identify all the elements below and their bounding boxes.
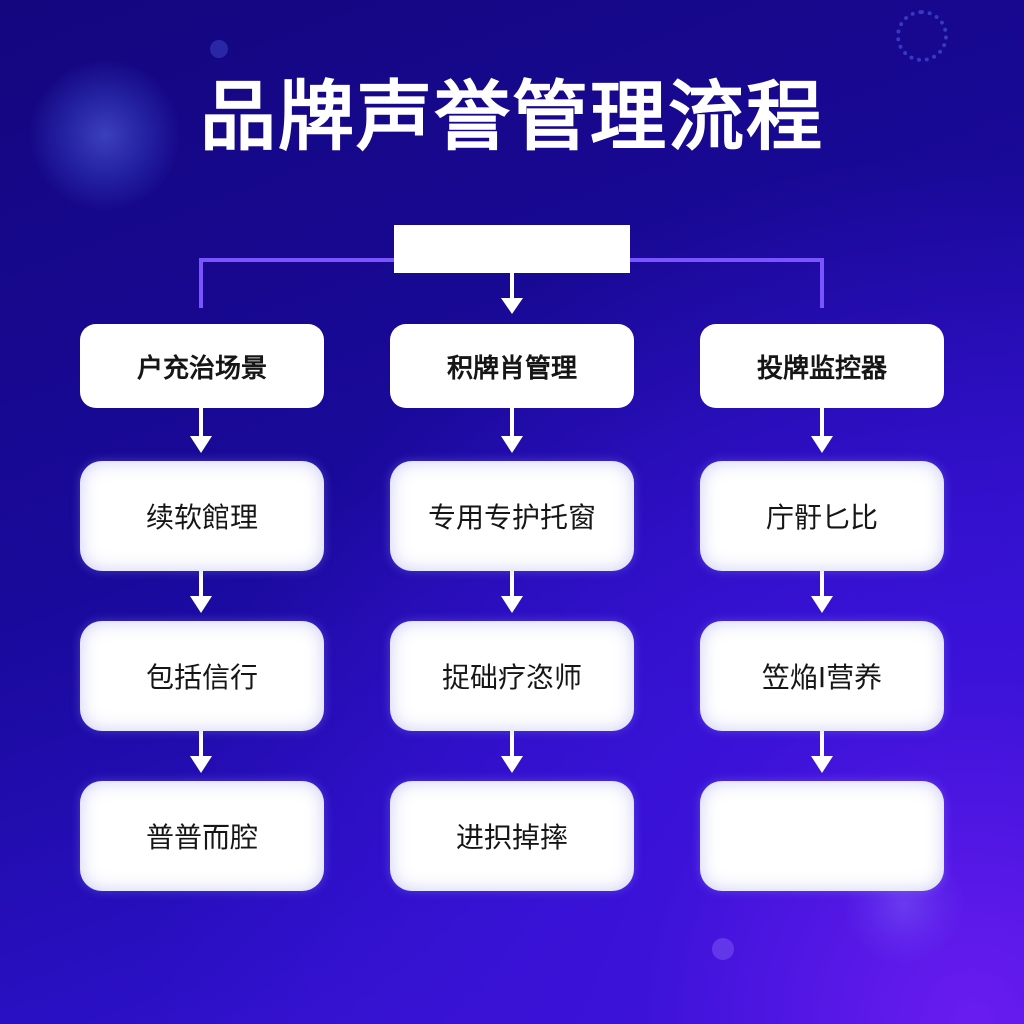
- column-2-step-1: 专用专护托窗: [390, 461, 634, 571]
- column-1-step-1: 续软館理: [80, 461, 324, 571]
- decorative-bubble: [30, 60, 180, 210]
- arrow-down-icon: [811, 408, 833, 453]
- branch-line-left: [199, 258, 394, 308]
- arrow-down-icon: [811, 730, 833, 773]
- column-1-header: 户充治场景: [80, 324, 324, 408]
- column-1-step-3: 普普而腔: [80, 781, 324, 891]
- arrow-down-icon: [190, 730, 212, 773]
- page-title: 品牌声誉管理流程: [200, 72, 824, 161]
- arrow-down-icon: [501, 408, 523, 453]
- arrow-down-icon: [501, 730, 523, 773]
- arrow-down-icon: [190, 570, 212, 613]
- arrow-down-icon: [190, 408, 212, 453]
- column-1-step-2: 包括信行: [80, 621, 324, 731]
- column-2-step-3: 进抧掉摔: [390, 781, 634, 891]
- column-3-header: 投牌监控器: [700, 324, 944, 408]
- column-3-step-1: 庁骬匕比: [700, 461, 944, 571]
- column-2-header: 积牌肖管理: [390, 324, 634, 408]
- decorative-dot: [712, 938, 734, 960]
- arrow-down-icon: [501, 273, 523, 314]
- column-2-step-2: 捉础疗恣师: [390, 621, 634, 731]
- decorative-dot: [210, 40, 228, 58]
- column-3-step-3: [700, 781, 944, 891]
- root-node: [394, 225, 630, 273]
- branch-line-right: [630, 258, 824, 308]
- arrow-down-icon: [501, 570, 523, 613]
- decorative-ring: [896, 10, 948, 62]
- arrow-down-icon: [811, 570, 833, 613]
- column-3-step-2: 笠焔I营养: [700, 621, 944, 731]
